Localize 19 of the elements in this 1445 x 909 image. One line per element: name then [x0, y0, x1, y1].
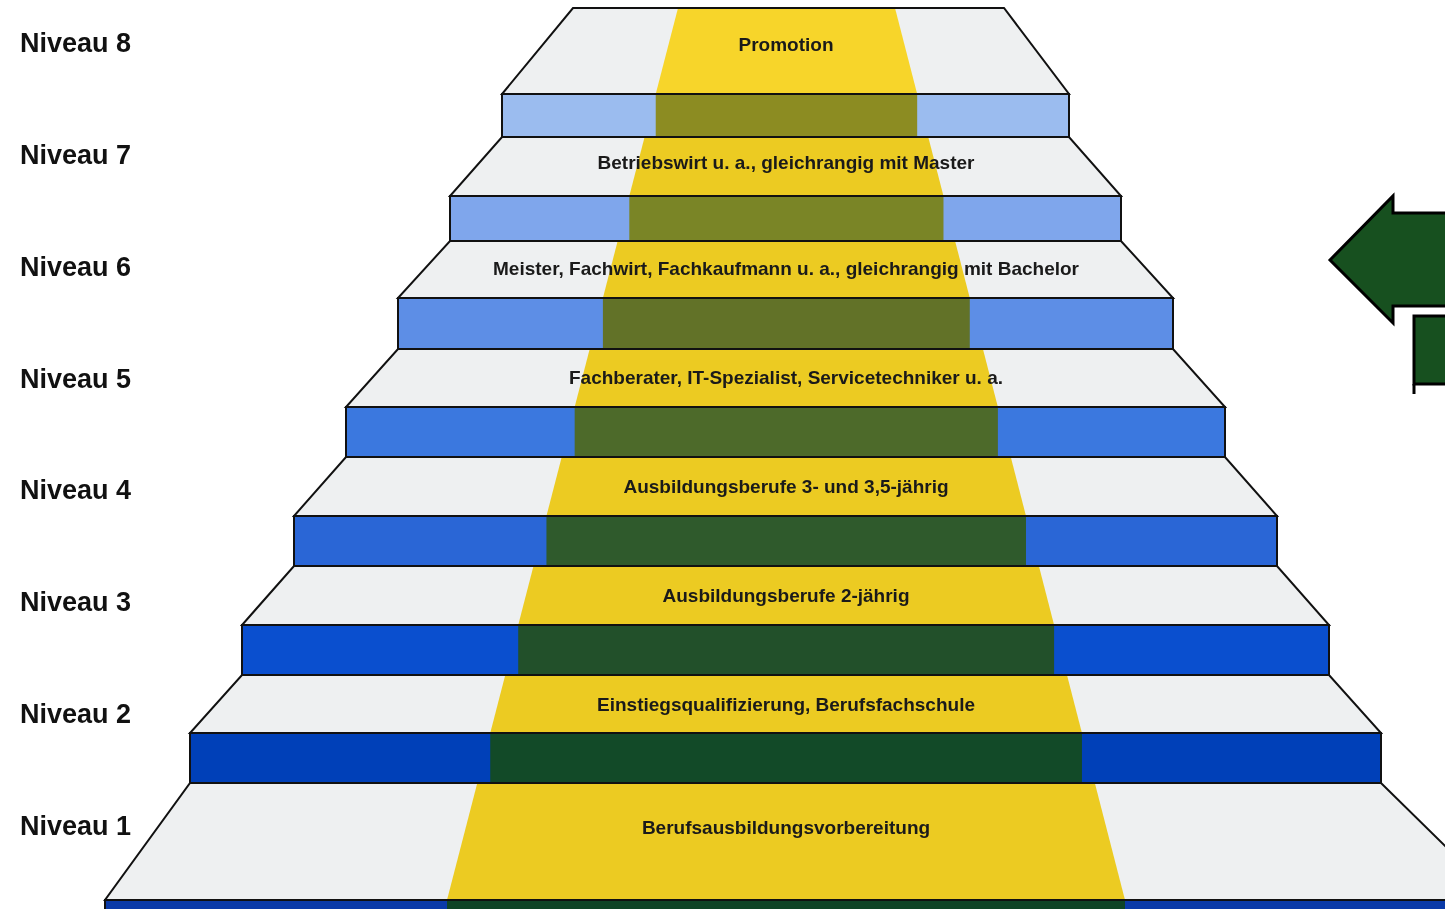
level-label: Niveau 2 [20, 698, 132, 730]
step-label: Ausbildungsberufe 2-jährig [662, 585, 910, 607]
stair-step [502, 8, 1069, 94]
step-label: Einstiegsqualifizierung, Berufsfachschule [597, 694, 975, 716]
step-label: Berufsausbildungsvorbereitung [641, 817, 931, 839]
stair-step [398, 241, 1173, 298]
level-label: Niveau 6 [20, 251, 132, 283]
level-label: Niveau 8 [20, 27, 132, 59]
stair-step [294, 457, 1277, 516]
step-label: Promotion [738, 34, 834, 56]
stair-step [190, 675, 1381, 733]
level-label: Niveau 4 [20, 474, 132, 506]
level-label: Niveau 1 [20, 810, 132, 842]
stair-step [105, 783, 1445, 900]
step-label: Ausbildungsberufe 3- und 3,5-jährig [623, 476, 949, 498]
level-label: Niveau 5 [20, 363, 132, 395]
level-label: Niveau 7 [20, 139, 132, 171]
stair-step [242, 566, 1329, 625]
level-label: Niveau 3 [20, 586, 132, 618]
